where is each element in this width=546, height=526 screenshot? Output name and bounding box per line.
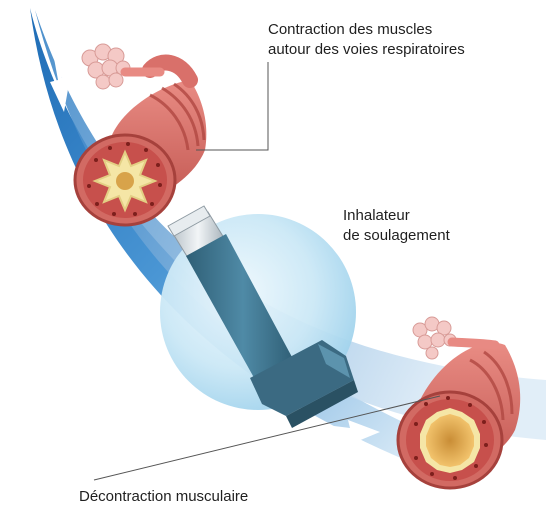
leader-line-contraction	[196, 62, 268, 150]
label-inhaler: Inhalateur de soulagement	[343, 206, 450, 246]
label-relaxation-text: Décontraction musculaire	[79, 487, 248, 507]
label-contraction-line2: autour des voies respiratoires	[268, 40, 465, 60]
label-inhaler-line2: de soulagement	[343, 226, 450, 246]
label-contraction-line1: Contraction des muscles	[268, 20, 465, 40]
alveoli-cluster-lower	[413, 317, 456, 359]
constricted-airway	[75, 44, 206, 225]
relaxed-airway	[398, 317, 520, 488]
label-relaxation: Décontraction musculaire	[79, 487, 248, 507]
label-contraction: Contraction des muscles autour des voies…	[268, 20, 465, 60]
alveoli-cluster	[82, 44, 130, 89]
label-inhaler-line1: Inhalateur	[343, 206, 450, 226]
